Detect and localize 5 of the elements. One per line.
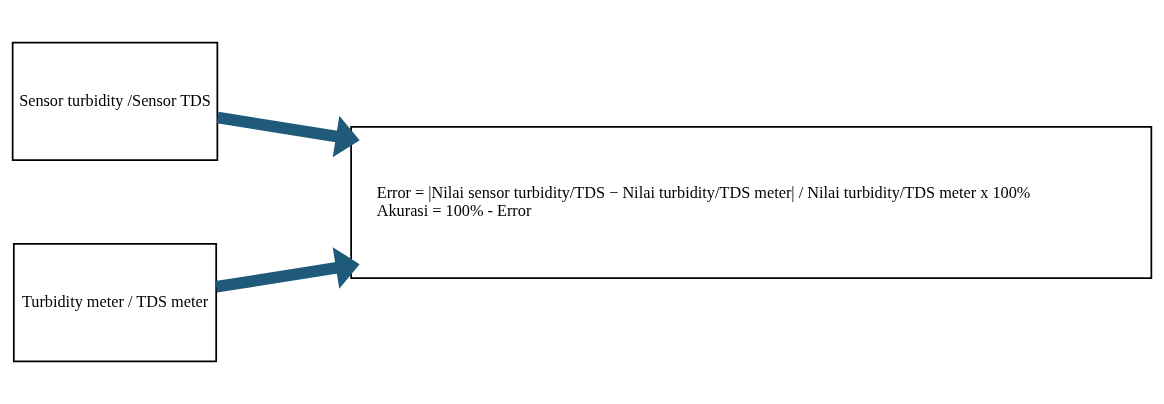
arrow xyxy=(215,247,360,293)
node-box: Error = |Nilai sensor turbidity/TDS − Nilai turbidity/TDS meter| / Nilai turbidity/TDS meter x 100% Akurasi = 100% - Error xyxy=(350,126,1153,280)
arrow xyxy=(216,111,360,158)
node-box: Sensor turbidity /Sensor TDS xyxy=(11,41,219,161)
node-box: Turbidity meter / TDS meter xyxy=(12,243,218,363)
